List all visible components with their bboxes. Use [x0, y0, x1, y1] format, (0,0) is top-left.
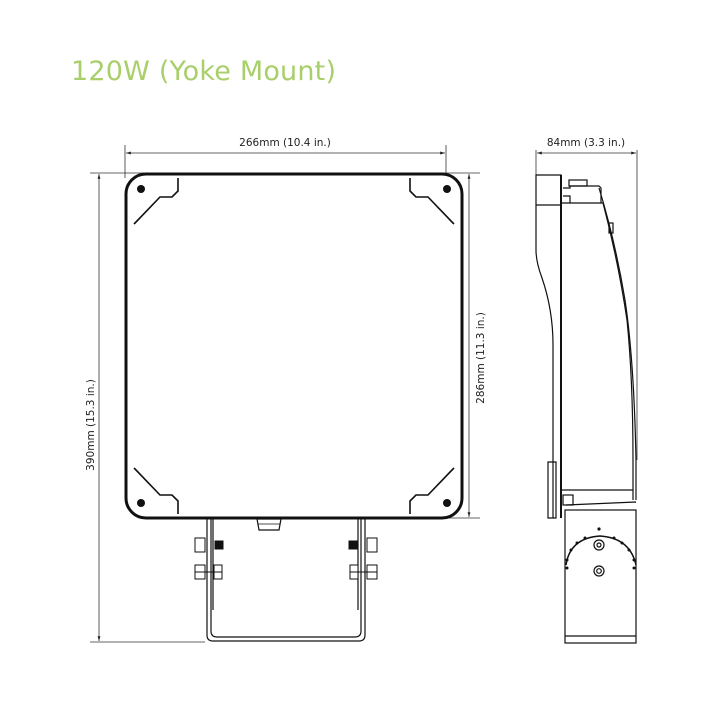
total-height-dimension: 390mm (15.3 in.) — [85, 172, 205, 643]
cable-gland — [256, 518, 282, 531]
side-housing — [535, 174, 637, 519]
housing-outline — [124, 172, 464, 520]
yoke-bolts-right — [348, 537, 378, 580]
yoke-bolts-left — [194, 537, 224, 580]
side-view: 84mm (3.3 in.) — [535, 137, 638, 644]
body-height-label: 286mm (11.3 in.) — [475, 312, 487, 404]
yoke-bracket — [206, 519, 366, 642]
width-label: 266mm (10.4 in.) — [239, 137, 331, 149]
diagram-title: 120W (Yoke Mount) — [71, 56, 337, 87]
front-view: 266mm (10.4 in.) 390mm (15.3 in.) 286mm … — [85, 137, 487, 643]
mounting-screws — [137, 185, 451, 507]
corner-brackets — [133, 178, 455, 514]
total-height-label: 390mm (15.3 in.) — [85, 379, 97, 471]
side-yoke-arm — [564, 509, 637, 644]
depth-dimension: 84mm (3.3 in.) — [535, 137, 638, 460]
depth-label: 84mm (3.3 in.) — [547, 137, 625, 149]
